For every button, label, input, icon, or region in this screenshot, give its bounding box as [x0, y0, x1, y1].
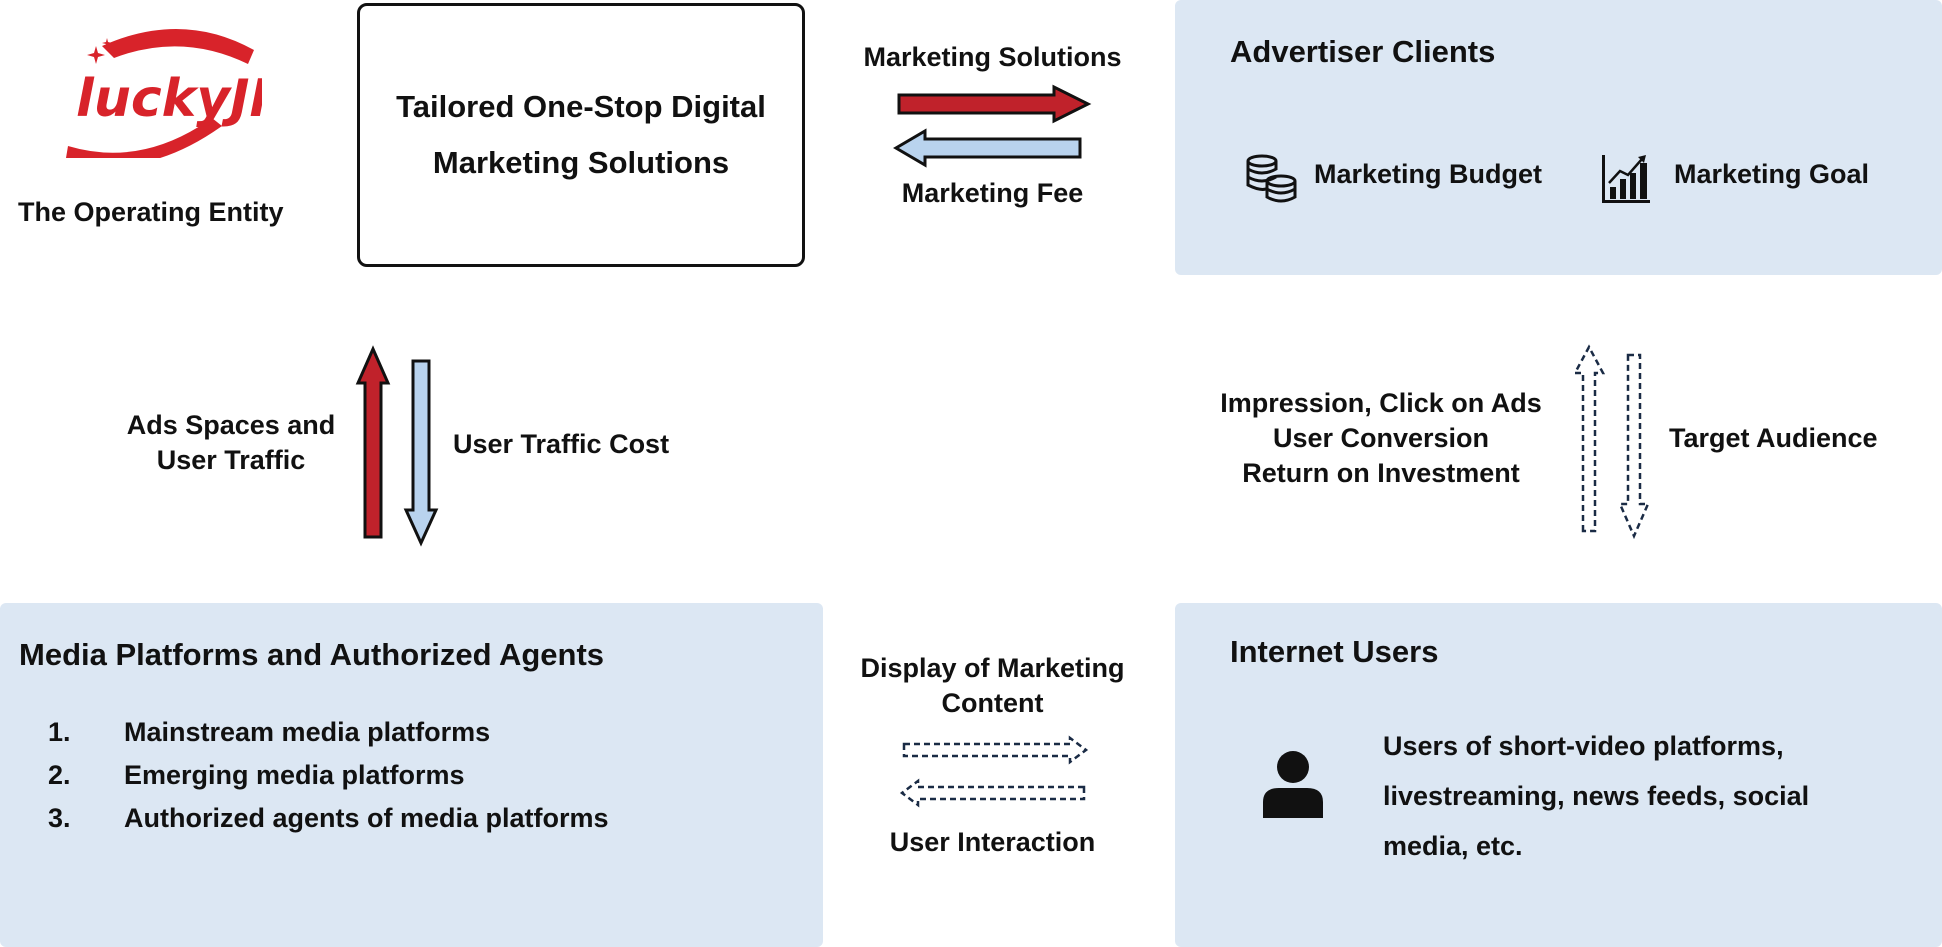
user-interaction-dashed-arrow — [898, 778, 1088, 808]
marketing-fee-label: Marketing Fee — [901, 178, 1084, 208]
target-audience-dashed-arrow — [1616, 352, 1652, 542]
ads-spaces-arrow — [355, 345, 391, 541]
solution-box: Tailored One-Stop Digital Marketing Solu… — [357, 3, 805, 267]
impression-line2: User Conversion — [1272, 423, 1490, 453]
logo-text: luckyJN — [76, 69, 262, 129]
user-traffic-cost-label: User Traffic Cost — [453, 429, 670, 459]
internet-users-line1: Users of short-video platforms, — [1383, 731, 1784, 761]
impression-label: Impression, Click on Ads User Conversion… — [1185, 386, 1577, 491]
internet-users-description: Users of short-video platforms, livestre… — [1383, 721, 1809, 871]
marketing-goal-label: Marketing Goal — [1674, 159, 1870, 189]
user-interaction-label: User Interaction — [889, 827, 1096, 857]
list-item: 1. Mainstream media platforms — [48, 717, 609, 760]
operating-entity-label: The Operating Entity — [18, 197, 284, 227]
list-item: 2. Emerging media platforms — [48, 760, 609, 803]
list-item: 3. Authorized agents of media platforms — [48, 803, 609, 846]
media-platforms-title: Media Platforms and Authorized Agents — [19, 637, 605, 672]
coins-icon — [1243, 152, 1299, 204]
list-item-text: Mainstream media platforms — [124, 717, 491, 747]
list-item-number: 3. — [48, 803, 71, 833]
list-item-number: 2. — [48, 760, 71, 790]
target-audience-label: Target Audience — [1669, 423, 1878, 453]
display-content-line2: Content — [941, 688, 1044, 718]
display-content-line1: Display of Marketing — [860, 653, 1125, 683]
display-content-dashed-arrow — [900, 735, 1090, 765]
impression-line1: Impression, Click on Ads — [1220, 388, 1542, 418]
marketing-fee-arrow — [893, 128, 1093, 168]
internet-users-title: Internet Users — [1230, 634, 1439, 669]
impression-dashed-arrow — [1571, 343, 1607, 535]
marketing-solutions-label: Marketing Solutions — [863, 42, 1122, 72]
internet-users-panel: Internet Users Users of short-video plat… — [1175, 603, 1942, 947]
impression-line3: Return on Investment — [1242, 458, 1520, 488]
luckyjn-logo: luckyJN — [62, 18, 262, 158]
ads-spaces-label: Ads Spaces and User Traffic — [100, 408, 362, 478]
advertiser-clients-panel: Advertiser Clients Marketing Budget — [1175, 0, 1942, 275]
ads-spaces-line2: User Traffic — [156, 445, 306, 475]
bar-chart-icon — [1600, 153, 1652, 205]
media-platforms-panel: Media Platforms and Authorized Agents 1.… — [0, 603, 823, 947]
list-item-text: Emerging media platforms — [124, 760, 465, 790]
internet-users-line3: media, etc. — [1383, 831, 1523, 861]
list-item-number: 1. — [48, 717, 71, 747]
user-traffic-cost-arrow — [403, 358, 439, 548]
marketing-budget-label: Marketing Budget — [1314, 159, 1543, 189]
display-content-label: Display of Marketing Content — [840, 651, 1145, 721]
marketing-solutions-arrow — [896, 84, 1096, 124]
person-icon — [1261, 750, 1325, 820]
ads-spaces-line1: Ads Spaces and — [126, 410, 336, 440]
solution-box-text: Tailored One-Stop Digital Marketing Solu… — [396, 89, 766, 180]
media-list: 1. Mainstream media platforms 2. Emergin… — [48, 717, 609, 846]
list-item-text: Authorized agents of media platforms — [124, 803, 609, 833]
internet-users-line2: livestreaming, news feeds, social — [1383, 781, 1810, 811]
advertiser-clients-title: Advertiser Clients — [1230, 34, 1496, 69]
